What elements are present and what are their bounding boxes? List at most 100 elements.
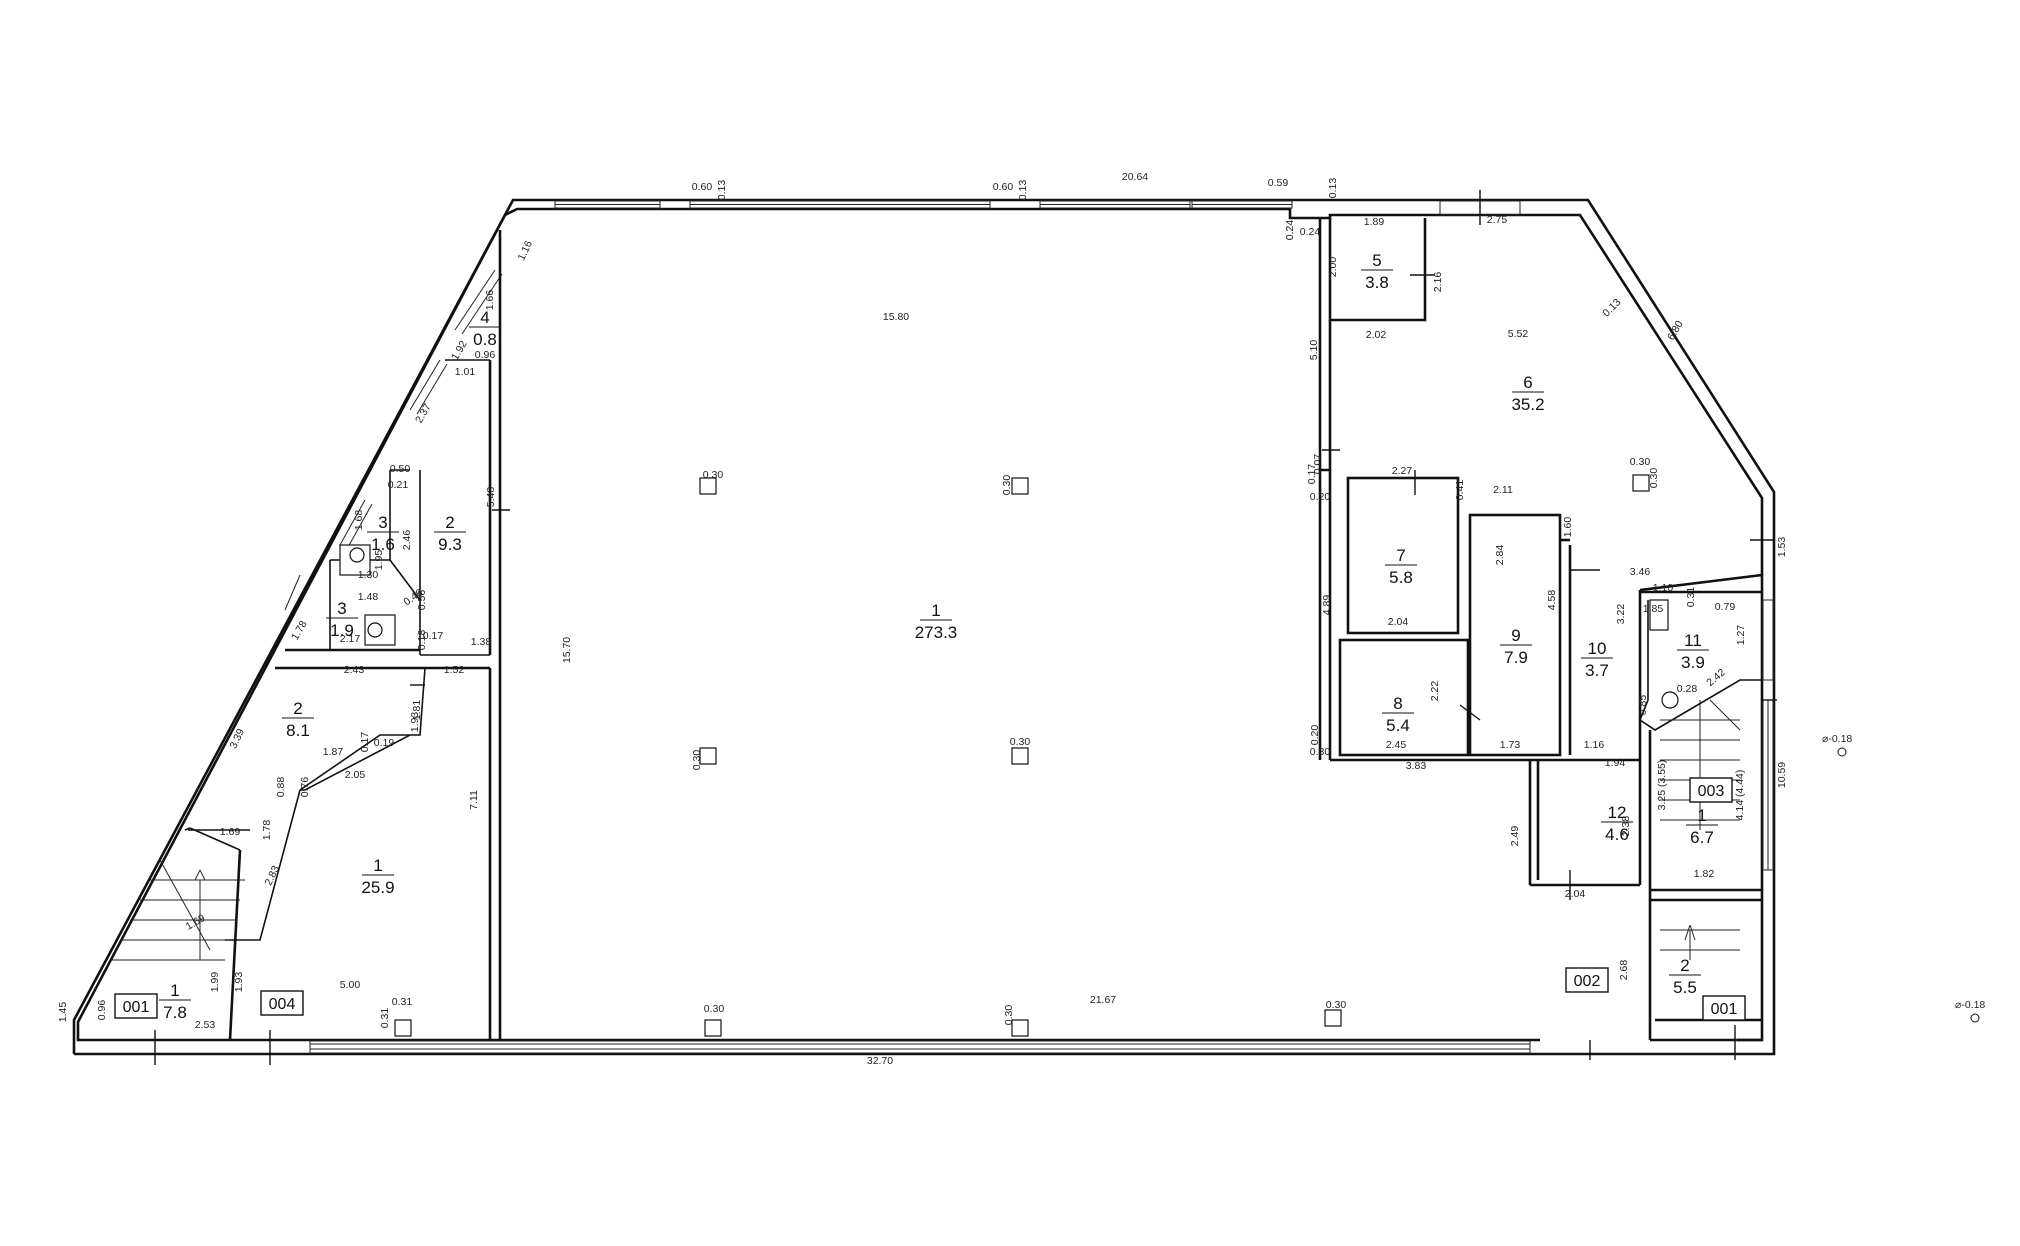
room-area: 3.8 (1365, 273, 1389, 292)
dimension-label: 2.04 (1388, 616, 1409, 628)
room-number: 7 (1396, 546, 1405, 565)
dimension-label: 2.02 (1366, 329, 1387, 341)
dimension-label: 1.89 (1364, 216, 1385, 228)
dimension-label: 0.31 (1685, 587, 1697, 608)
room-tag: 003 (1689, 777, 1733, 803)
dimension-label: 0.30 (1003, 1005, 1015, 1026)
dimension-label: 3.25 (3.55) (1656, 760, 1668, 811)
column (1011, 747, 1029, 765)
dimension-label: 0.17 (423, 630, 444, 642)
dimension-label: 0.30 (1010, 736, 1031, 748)
room-area: 1.9 (330, 621, 354, 640)
dimension-label: 0.96 (96, 1000, 108, 1021)
dimension-label: 1.27 (1735, 625, 1747, 646)
dimension-label: 0.60 (993, 181, 1014, 193)
dimension-label: 2.53 (195, 1019, 216, 1031)
dimension-label: 0.13 (1017, 180, 1029, 201)
level-label: ⌀-0.18 (1955, 999, 1985, 1011)
dimension-label: 2.16 (1432, 272, 1444, 293)
room-tag-label: 001 (1711, 1001, 1738, 1018)
room-number: 4 (480, 308, 489, 327)
dimension-label: 0.56 (416, 590, 428, 611)
room-label: 29.3 (434, 513, 466, 554)
dimension-label: 0.30 (691, 750, 703, 771)
dimension-label: 1.73 (1500, 739, 1521, 751)
room-tag-label: 004 (269, 996, 296, 1013)
room-area: 7.8 (163, 1003, 187, 1022)
dimension-label: 0.13 (1327, 178, 1339, 199)
room-label: 113.9 (1677, 631, 1709, 672)
wc-fixtures (339, 544, 1679, 709)
dimension-label: 0.30 (1630, 456, 1651, 468)
dimension-label: 1.38 (471, 636, 492, 648)
room-area: 273.3 (915, 623, 958, 642)
outer-walls (72, 198, 1776, 1056)
dimension-label: 21.67 (1090, 994, 1116, 1006)
dimension-label: 1.16 (516, 239, 536, 263)
dimension-label: 1.78 (289, 619, 310, 643)
dimension-label: 1.92 (449, 339, 470, 363)
room-label: 28.1 (282, 699, 314, 740)
dimension-label: 15.80 (883, 311, 909, 323)
dimension-label: 1.81 (411, 700, 423, 721)
dimension-label: 2.04 (1565, 888, 1586, 900)
dimension-label: 4.14 (4.44) (1734, 770, 1746, 821)
dimension-label: 5.00 (340, 979, 361, 991)
room-label: 103.7 (1581, 639, 1613, 680)
dimension-label: 1.95 (373, 550, 385, 571)
stairs-left (110, 859, 245, 961)
dimension-label: 1.01 (455, 366, 476, 378)
dimension-label: 1.78 (261, 820, 273, 841)
dimension-label: 1.93 (233, 972, 245, 993)
room-area: 1.6 (371, 535, 395, 554)
dimension-label: 1.66 (484, 290, 496, 311)
column (699, 747, 717, 765)
dimension-ticks (154, 190, 1777, 1065)
room-number: 9 (1511, 626, 1520, 645)
level-markers: ⌀-0.18 ⌀-0.18 (1822, 733, 1985, 1023)
room-label: 31.9 (326, 599, 358, 640)
dimension-label: 0.30 (704, 1003, 725, 1015)
dimension-label: 2.68 (1618, 960, 1630, 981)
dimension-label: 0.20 (1310, 491, 1331, 503)
dimension-label: 2.00 (1327, 257, 1339, 278)
dimension-label: 0.76 (299, 777, 311, 798)
dimension-label: 4.58 (1546, 590, 1558, 611)
dimension-label: 1.60 (1562, 517, 1574, 538)
room-area: 8.1 (286, 721, 310, 740)
room-tag-label: 003 (1698, 783, 1725, 800)
dimension-label: 0.30 (1310, 746, 1331, 758)
dimension-label: 0.30 (1648, 468, 1660, 489)
room-area: 35.2 (1511, 395, 1544, 414)
dimension-label: 2.43 (344, 664, 365, 676)
dimension-label: 7.11 (468, 790, 480, 810)
room-number: 2 (445, 513, 454, 532)
dimension-label: 0.30 (1001, 475, 1013, 496)
dimension-label: 0.20 (1309, 725, 1321, 746)
dimension-label: 0.24 (1300, 226, 1321, 238)
room-tag: 001 (1702, 995, 1746, 1021)
room-label: 97.9 (1500, 626, 1532, 667)
dimension-label: 1.68 (353, 510, 365, 531)
dimension-label: 0.30 (703, 469, 724, 481)
dimension-label: 3.22 (1615, 604, 1627, 625)
dimension-label: 2.42 (1704, 666, 1727, 688)
dimension-label: 15.70 (561, 637, 573, 663)
dimension-label: 5.10 (1308, 340, 1320, 361)
dimension-label: 1.10 (1653, 582, 1674, 594)
room-number: 6 (1523, 373, 1532, 392)
room-number: 2 (293, 699, 302, 718)
columns (394, 474, 1650, 1037)
dimension-label: 2.37 (413, 402, 434, 426)
level-label: ⌀-0.18 (1822, 733, 1852, 745)
room-area: 6.7 (1690, 828, 1714, 847)
room-label: 53.8 (1361, 251, 1393, 292)
room-number: 1 (1697, 806, 1706, 825)
dimension-label: 5.48 (485, 487, 497, 508)
dimension-label: 2.84 (1494, 545, 1506, 566)
dimension-label: 0.31 (379, 1008, 391, 1029)
